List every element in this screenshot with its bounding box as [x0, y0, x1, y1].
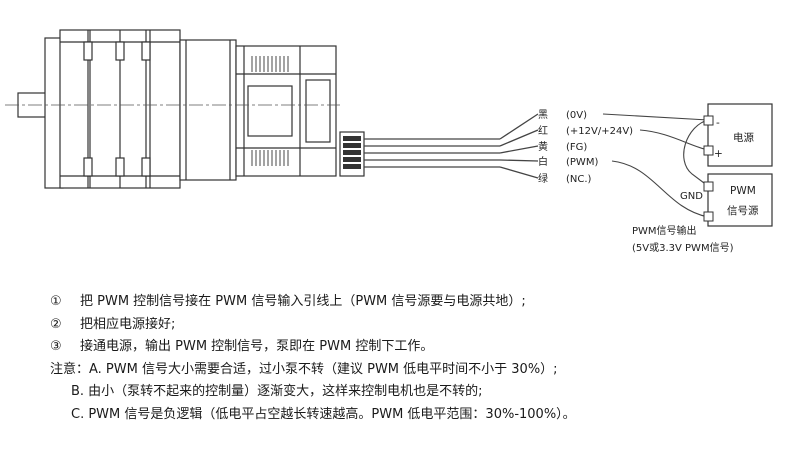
pwm-output-sublabel: (5V或3.3V PWM信号) — [632, 242, 734, 254]
step-1: ① 把 PWM 控制信号接在 PWM 信号输入引线上（PWM 信号源要与电源共地）… — [50, 291, 785, 314]
note-c: C. PWM 信号是负逻辑（低电平占空越长转速越高。PWM 低电平范围：30%-… — [71, 406, 576, 422]
step-2-number: ② — [50, 316, 62, 332]
note-b: B. 由小（泵转不起来的控制量）逐渐变大，这样来控制电机也是不转的; — [71, 384, 483, 399]
step-2-text: 把相应电源接好; — [80, 316, 176, 332]
pump-motor-drawing — [17, 29, 337, 189]
power-box-label: 电源 — [733, 131, 754, 144]
step-1-number: ① — [50, 294, 62, 309]
connection-wires — [602, 113, 709, 218]
wire-black-color: 黑 — [538, 109, 548, 121]
wire-black-signal: (0V) — [566, 110, 587, 121]
wire-yellow-signal: (FG) — [566, 142, 587, 153]
wire-yellow-color: 黄 — [538, 140, 548, 153]
connector — [339, 131, 365, 177]
gnd-label: GND — [680, 191, 703, 202]
wire-white-color: 白 — [538, 155, 548, 168]
wiring-diagram: 黑 (0V) 红 (+12V/+24V) 黄 (FG) 白 (PWM) 绿 (N… — [5, 29, 773, 254]
instructions-block: ① 把 PWM 控制信号接在 PWM 信号输入引线上（PWM 信号源要与电源共地）… — [50, 291, 785, 426]
wire-red-signal: (+12V/+24V) — [566, 126, 633, 137]
pwm-box-label-line2: 信号源 — [727, 204, 759, 217]
step-3-number: ③ — [50, 339, 62, 354]
step-1-text: 把 PWM 控制信号接在 PWM 信号输入引线上（PWM 信号源要与电源共地）; — [80, 294, 526, 309]
step-3: ③ 接通电源，输出 PWM 控制信号，泵即在 PWM 控制下工作。 — [50, 336, 785, 359]
step-2: ② 把相应电源接好; — [50, 314, 785, 337]
note-a: 注意：A. PWM 信号大小需要合适，过小泵不转（建议 PWM 低电平时间不小于… — [50, 361, 558, 377]
wire-white-signal: (PWM) — [566, 157, 598, 168]
wire-bundle — [364, 113, 539, 179]
power-supply-box: - + 电源 — [703, 103, 773, 167]
step-3-text: 接通电源，输出 PWM 控制信号，泵即在 PWM 控制下工作。 — [80, 339, 434, 354]
pwm-output-label: PWM信号输出 — [632, 224, 697, 237]
wire-labels: 黑 (0V) 红 (+12V/+24V) 黄 (FG) 白 (PWM) 绿 (N… — [538, 109, 633, 185]
wire-green-signal: (NC.) — [566, 174, 592, 185]
pwm-source-box: PWM 信号源 — [703, 173, 773, 227]
wire-green-color: 绿 — [538, 172, 548, 185]
power-minus-sign: - — [716, 117, 720, 129]
power-plus-sign: + — [714, 148, 723, 160]
wire-red-color: 红 — [538, 124, 548, 137]
pwm-box-label-line1: PWM — [730, 185, 756, 197]
